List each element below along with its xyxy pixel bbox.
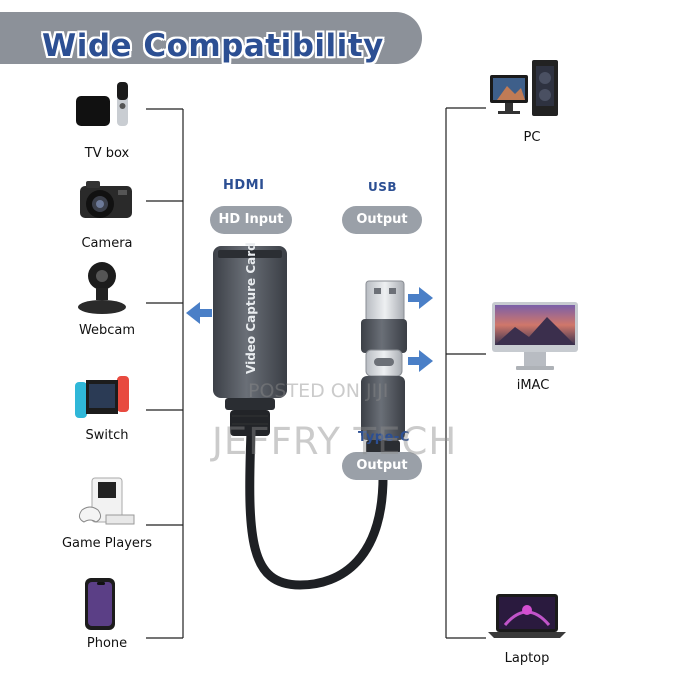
left-connector-bracket bbox=[146, 108, 184, 639]
watermark-line-2: JEFFRY TECH bbox=[212, 420, 458, 463]
device-label-webcam: Webcam bbox=[78, 323, 136, 338]
banner-title: Wide Compatibility bbox=[42, 28, 384, 64]
switch-console-icon bbox=[75, 376, 129, 418]
usb-a-plug bbox=[365, 280, 405, 322]
pc-icon bbox=[490, 60, 558, 116]
right-connector-bracket bbox=[445, 107, 486, 639]
device-label-camera: Camera bbox=[81, 236, 133, 251]
title-banner: Wide Compatibility bbox=[0, 12, 422, 64]
device-label-switch: Switch bbox=[85, 428, 129, 443]
usb-output-arrow bbox=[408, 287, 433, 309]
usb-output-pill: Output bbox=[342, 206, 422, 234]
cable bbox=[245, 427, 388, 590]
device-label-imac: iMAC bbox=[516, 378, 550, 393]
device-label-phone: Phone bbox=[86, 636, 128, 651]
watermark-line-1: POSTED ON JIJI bbox=[248, 380, 389, 402]
usb-tag: USB bbox=[368, 180, 398, 194]
type-c-plug bbox=[365, 349, 403, 377]
usb-adapter-body bbox=[361, 319, 407, 353]
hdmi-tag: HDMI bbox=[223, 178, 265, 193]
hd-input-pill: HD Input bbox=[210, 206, 292, 234]
device-label-pc: PC bbox=[523, 130, 541, 145]
game-console-icon bbox=[78, 477, 135, 525]
typec-output-arrow bbox=[408, 350, 433, 372]
tv-box-icon bbox=[76, 82, 128, 126]
webcam-icon bbox=[78, 262, 126, 314]
capture-card-body bbox=[213, 246, 287, 436]
type-c-tag: Type-C bbox=[358, 430, 410, 445]
type-c-output-pill: Output bbox=[342, 452, 422, 480]
device-label-game-players: Game Players bbox=[61, 536, 153, 551]
camera-icon bbox=[80, 181, 132, 218]
device-label-laptop: Laptop bbox=[504, 651, 550, 666]
device-label-tv-box: TV box bbox=[84, 146, 130, 161]
capture-card-label: Video Capture Card bbox=[244, 242, 258, 374]
input-arrow bbox=[186, 302, 212, 324]
laptop-icon bbox=[488, 594, 566, 638]
imac-icon bbox=[492, 302, 578, 370]
phone-icon bbox=[85, 578, 115, 630]
